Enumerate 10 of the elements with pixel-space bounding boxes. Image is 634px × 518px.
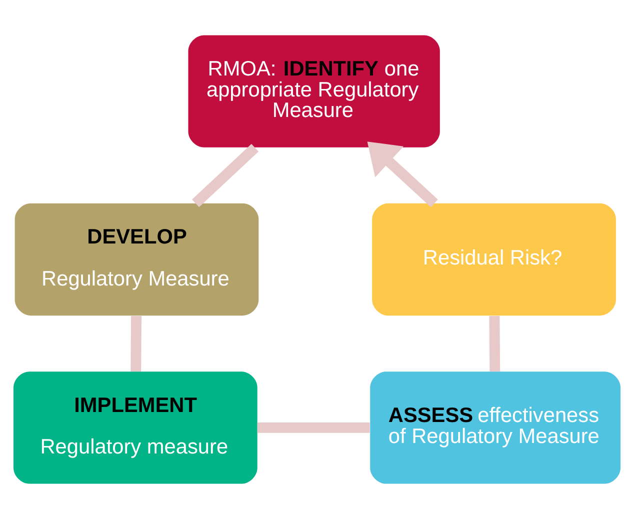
node-box: ASSESS effectiveness of Regulatory Measure [370, 371, 620, 484]
connector [257, 422, 370, 432]
connector [192, 143, 259, 207]
node-box: RMOA: IDENTIFY one appropriate Regulatory Measure [188, 34, 440, 147]
node-box: IMPLEMENT Regulatory measure [14, 371, 258, 484]
connector [130, 315, 142, 372]
arrow [367, 141, 438, 207]
node-box: DEVELOP Regulatory Measure [14, 202, 259, 316]
connector [489, 315, 500, 372]
node-box: Residual Risk? [372, 202, 616, 316]
